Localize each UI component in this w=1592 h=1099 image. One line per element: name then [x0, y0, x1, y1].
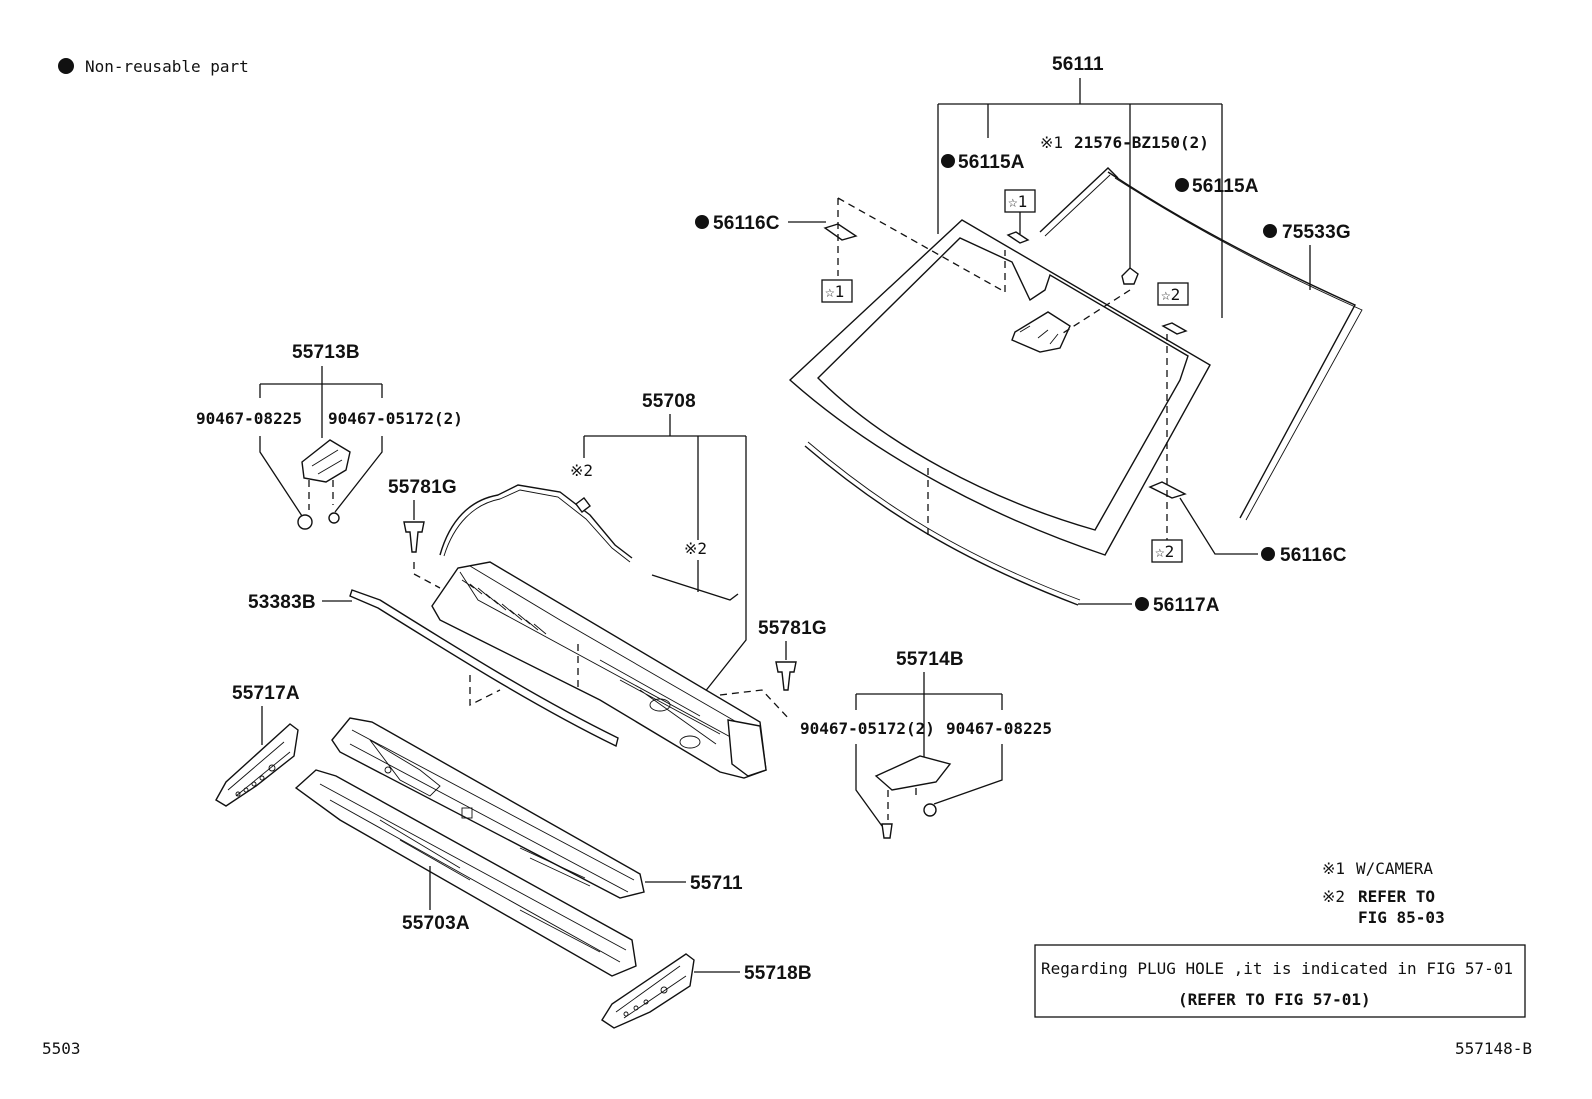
dash-55714B [887, 788, 917, 820]
nut-90467-08225-right [923, 803, 937, 817]
note1-text: W/CAMERA [1356, 859, 1433, 878]
leader-55713B [259, 366, 383, 438]
side-panel-55717A [215, 723, 299, 807]
windshield-inner-border [817, 237, 1189, 531]
star-2-bottom: ☆2 [1155, 542, 1174, 561]
label-56115A-right: 56115A [1192, 176, 1259, 197]
label-55781G-right: 55781G [758, 618, 827, 639]
leader-55714B [855, 672, 1003, 762]
label-21576-BZ150: 21576-BZ150(2) [1074, 133, 1209, 152]
dot-56116C-bottom [1261, 547, 1275, 561]
label-90467-08225-left: 90467-08225 [196, 409, 302, 428]
leader-55708 [583, 414, 747, 699]
plug-hole-box [1034, 944, 1526, 1018]
moulding-56117A [804, 445, 1079, 606]
dot-56117A [1135, 597, 1149, 611]
label-55713B: 55713B [292, 342, 360, 363]
seal-53383B [349, 589, 619, 748]
label-55708: 55708 [642, 391, 696, 412]
label-55718B: 55718B [744, 963, 812, 984]
label-75533G: 75533G [1282, 222, 1351, 243]
label-56116C-bottom: 56116C [1280, 545, 1347, 566]
dot-75533G [1263, 224, 1277, 238]
moulding-top [1039, 167, 1119, 233]
label-90467-05172-left: 90467-05172(2) [328, 409, 463, 428]
cowl-lower-55703A [294, 769, 637, 977]
clip-56116C-top [823, 223, 858, 241]
dash-cowl [469, 644, 791, 721]
nut-90467-08225-left [297, 514, 313, 530]
washer-nozzle [575, 497, 591, 513]
star-2-top: ☆2 [1161, 285, 1180, 304]
label-90467-05172-right: 90467-05172(2) [800, 719, 935, 738]
label-56117A: 56117A [1153, 595, 1220, 616]
washer-hose [439, 484, 633, 559]
clip-90467-05172-left [328, 512, 340, 524]
clip-90467-05172-right [881, 823, 893, 839]
note2-mark: ※2 [1322, 887, 1345, 906]
cover-55713B-ribs [311, 449, 343, 475]
cover-55714B [874, 755, 952, 791]
dot-56115A-right [1175, 178, 1189, 192]
star-box-2-bottom [1151, 539, 1183, 563]
clip-56115A-left [1006, 231, 1030, 244]
footer-left-code: 5503 [42, 1039, 81, 1058]
leader-56116C-bottom [1179, 497, 1258, 555]
plug-hole-line1: Regarding PLUG HOLE ,it is indicated in … [1041, 959, 1513, 978]
cowl-panel-55711 [331, 717, 645, 899]
plug-hole-line2: (REFER TO FIG 57-01) [1178, 990, 1371, 1009]
label-56111: 56111 [1052, 54, 1104, 75]
label-56116C-top: 56116C [713, 213, 780, 234]
mark-55708-2: ※2 [684, 539, 707, 558]
guide-dash-glass [837, 197, 1168, 540]
leader-90467-right [855, 744, 1003, 827]
leader-56111 [937, 78, 1223, 318]
cover-55713B [301, 439, 351, 483]
label-55703A: 55703A [402, 913, 470, 934]
moulding-75533G-edge [1114, 177, 1363, 521]
note2-line1: REFER TO [1358, 887, 1435, 906]
moulding-56117A-edge [807, 441, 1081, 601]
label-56115A-left: 56115A [958, 152, 1025, 173]
note1-mark: ※1 [1322, 859, 1345, 878]
dash-55713B [308, 480, 334, 510]
cowl-top-panel [431, 561, 767, 779]
clip-55781G-right [775, 661, 797, 691]
windshield-glass [788, 219, 1211, 556]
label-55711: 55711 [690, 873, 743, 894]
side-panel-55718B [601, 953, 695, 1029]
footer-right-code: 557148-B [1455, 1039, 1532, 1058]
moulding-top-edge [1044, 174, 1111, 237]
label-55714B: 55714B [896, 649, 964, 670]
dot-56115A-left [941, 154, 955, 168]
clip-55781G-left [403, 521, 425, 553]
dot-56116C-top [695, 215, 709, 229]
mark-21576: ※1 [1040, 133, 1063, 152]
mark-55708-1: ※2 [570, 461, 593, 480]
camera-bracket [1011, 311, 1071, 353]
camera-bracket-21576 [1121, 267, 1139, 285]
moulding-75533G [1107, 171, 1356, 519]
star-1-left: ☆1 [825, 282, 844, 301]
star-box-1-left [821, 279, 853, 303]
leader-90467-left [259, 436, 383, 517]
label-53383B: 53383B [248, 592, 316, 613]
label-90467-08225-right: 90467-08225 [946, 719, 1052, 738]
label-55781G-left: 55781G [388, 477, 457, 498]
star-box-2-top [1157, 282, 1189, 306]
washer-hose-edge [443, 489, 631, 563]
note2-line2: FIG 85-03 [1358, 908, 1445, 927]
star-1-top: ☆1 [1008, 192, 1027, 211]
label-55717A: 55717A [232, 683, 300, 704]
legend-non-reusable: Non-reusable part [85, 57, 249, 76]
non-reusable-dot-icon [58, 58, 74, 74]
washer-hose-2 [651, 574, 739, 601]
clip-56115A-right [1161, 322, 1188, 335]
dash-55781G-left [413, 562, 441, 589]
